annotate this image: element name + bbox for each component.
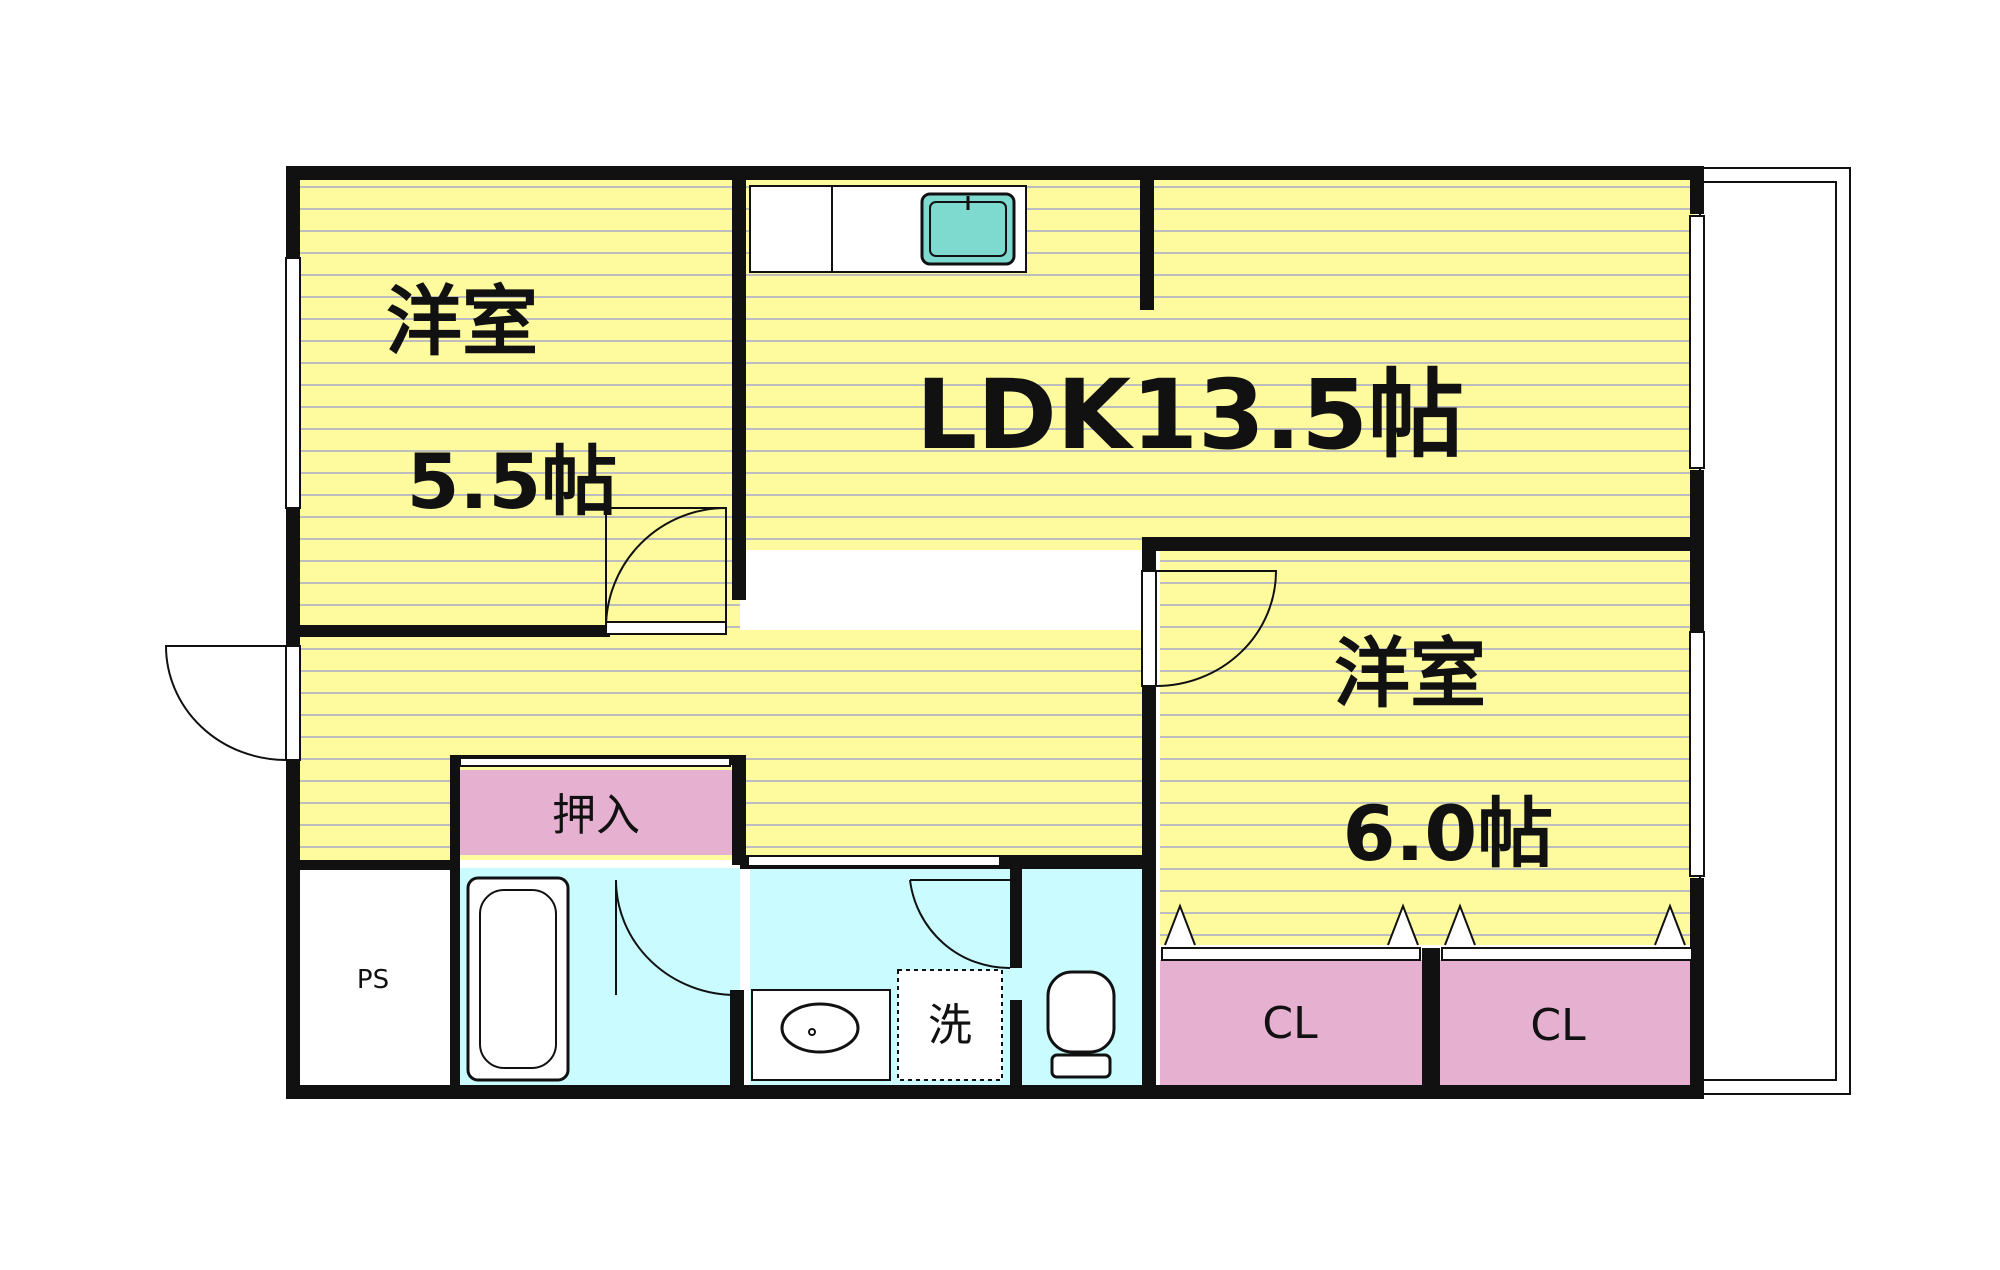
room2-door <box>1141 570 1278 687</box>
room-western-1-floor <box>300 180 740 630</box>
closet-doors <box>1161 903 1693 961</box>
washer-label: 洗 <box>928 1000 972 1051</box>
room-western-1-size: 5.5帖 <box>407 437 618 526</box>
closet-2-label: CL <box>1530 1000 1586 1051</box>
room-western-2-floor <box>1160 550 1695 945</box>
ldk-label: LDK13.5帖 <box>916 359 1464 471</box>
bathroom-door <box>615 879 737 996</box>
toilet-icon <box>1046 970 1116 1079</box>
pipe-space-floor <box>300 868 450 1085</box>
entrance-door <box>164 645 301 761</box>
walls <box>286 166 1704 1099</box>
bathtub-icon <box>466 876 570 1082</box>
oshiire-fill <box>460 770 732 855</box>
closet-2-fill <box>1440 960 1695 1085</box>
pipe-space-label: PS <box>357 965 389 995</box>
sink-icon <box>920 192 1016 266</box>
balcony <box>1699 167 1851 1095</box>
room-western-2-name: 洋室 <box>1334 629 1486 718</box>
vanity-icon <box>751 989 891 1081</box>
toilet-door <box>909 879 1011 970</box>
closet-1-fill <box>1160 960 1422 1085</box>
washer-pan <box>897 969 1003 1081</box>
kitchen-counter <box>749 185 1027 273</box>
closet-1-label: CL <box>1262 998 1318 1049</box>
oshiire-label: 押入 <box>552 790 640 841</box>
room-western-1-name: 洋室 <box>386 277 538 366</box>
room-western-2-size: 6.0帖 <box>1343 789 1554 878</box>
room1-door <box>605 507 727 635</box>
windows <box>285 215 1705 877</box>
